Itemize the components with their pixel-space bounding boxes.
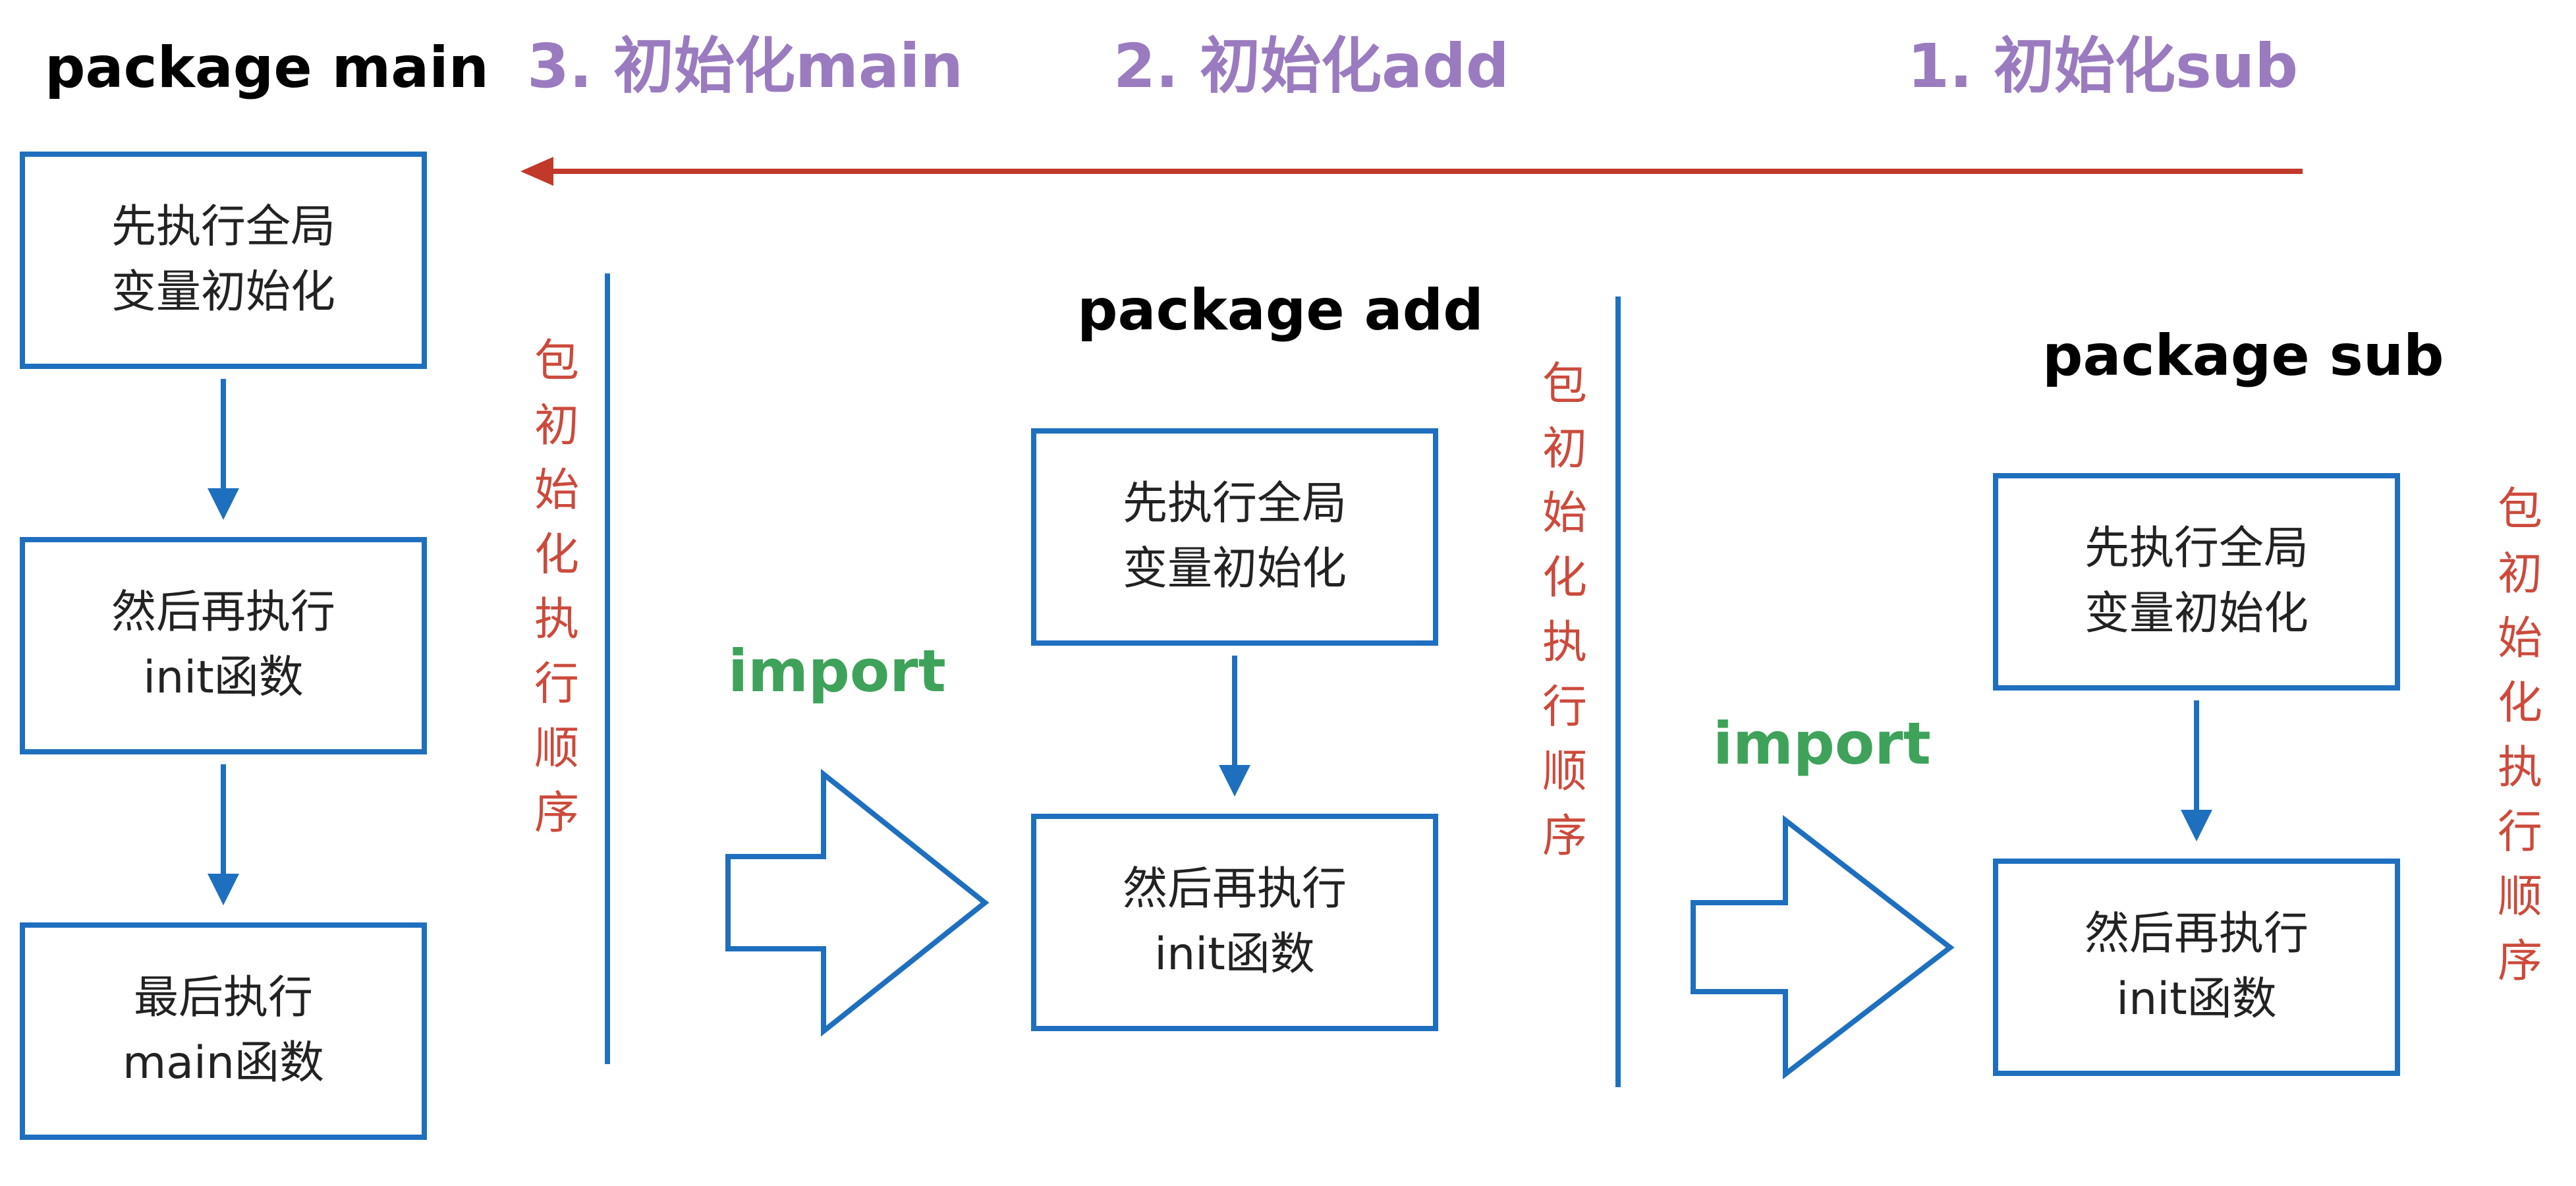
box-line: 然后再执行: [1122, 863, 1347, 916]
box-line: 然后再执行: [111, 586, 335, 639]
order-char: 化: [2497, 677, 2542, 729]
timeline-arrow: [520, 157, 2303, 186]
box-line: init函数: [143, 652, 304, 704]
main-main-func-box: 最后执行 main函数: [20, 922, 427, 1140]
import-arrow-sub: [1691, 814, 1955, 1080]
order-char: 行: [2497, 806, 2542, 859]
main-global-init-box: 先执行全局 变量初始化: [20, 152, 427, 369]
order-char: 行: [1542, 681, 1587, 733]
order-char: 执: [534, 594, 579, 646]
add-init-func-box: 然后再执行 init函数: [1031, 814, 1438, 1031]
order-char: 始: [1542, 488, 1587, 540]
order-label-sub: 包 初 始 化 执 行 顺 序: [2494, 478, 2546, 994]
order-char: 包: [1542, 358, 1587, 410]
package-sub-title: package sub: [2042, 323, 2444, 389]
order-char: 初: [2497, 548, 2542, 600]
order-char: 序: [1542, 810, 1587, 862]
sub-init-func-box: 然后再执行 init函数: [1993, 859, 2400, 1076]
box-line: 最后执行: [133, 972, 313, 1025]
box-line: init函数: [2116, 973, 2277, 1025]
order-char: 序: [2497, 936, 2542, 988]
sub-global-init-box: 先执行全局 变量初始化: [1993, 473, 2400, 691]
package-add-title: package add: [1077, 277, 1484, 343]
box-line: 先执行全局: [1122, 478, 1347, 530]
box-line: 变量初始化: [1122, 543, 1347, 595]
order-char: 执: [1542, 617, 1587, 669]
box-line: 变量初始化: [2084, 588, 2309, 640]
box-line: 然后再执行: [2084, 908, 2309, 961]
step-label-add: 2. 初始化add: [1113, 31, 1509, 101]
separator-main-add: [605, 273, 610, 1064]
order-label-add: 包 初 始 化 执 行 顺 序: [1538, 353, 1591, 869]
order-label-main: 包 初 始 化 执 行 顺 序: [530, 329, 583, 846]
import-label-add: import: [728, 637, 946, 705]
add-global-init-box: 先执行全局 变量初始化: [1031, 428, 1438, 646]
import-label-sub: import: [1713, 710, 1931, 777]
step-label-main: 3. 初始化main: [527, 31, 963, 101]
order-char: 初: [1542, 423, 1587, 475]
order-char: 顺: [1542, 746, 1587, 798]
order-char: 始: [2497, 613, 2542, 665]
order-char: 包: [534, 335, 579, 387]
package-main-title: package main: [45, 35, 489, 101]
order-char: 序: [534, 787, 579, 839]
order-char: 行: [534, 658, 579, 710]
order-char: 顺: [2497, 871, 2542, 923]
box-line: 先执行全局: [111, 201, 335, 254]
order-char: 始: [534, 465, 579, 517]
order-char: 包: [2497, 484, 2542, 536]
order-char: 顺: [534, 723, 579, 775]
step-label-sub: 1. 初始化sub: [1907, 31, 2299, 101]
order-char: 执: [2497, 742, 2542, 794]
main-init-func-box: 然后再执行 init函数: [20, 537, 427, 754]
box-line: 先执行全局: [2084, 522, 2309, 575]
order-char: 化: [534, 529, 579, 581]
box-line: main函数: [123, 1037, 324, 1089]
box-line: init函数: [1154, 928, 1315, 980]
import-arrow-add: [725, 768, 990, 1037]
separator-add-sub: [1615, 296, 1621, 1087]
box-line: 变量初始化: [111, 266, 335, 318]
order-char: 初: [534, 400, 579, 452]
order-char: 化: [1542, 552, 1587, 604]
